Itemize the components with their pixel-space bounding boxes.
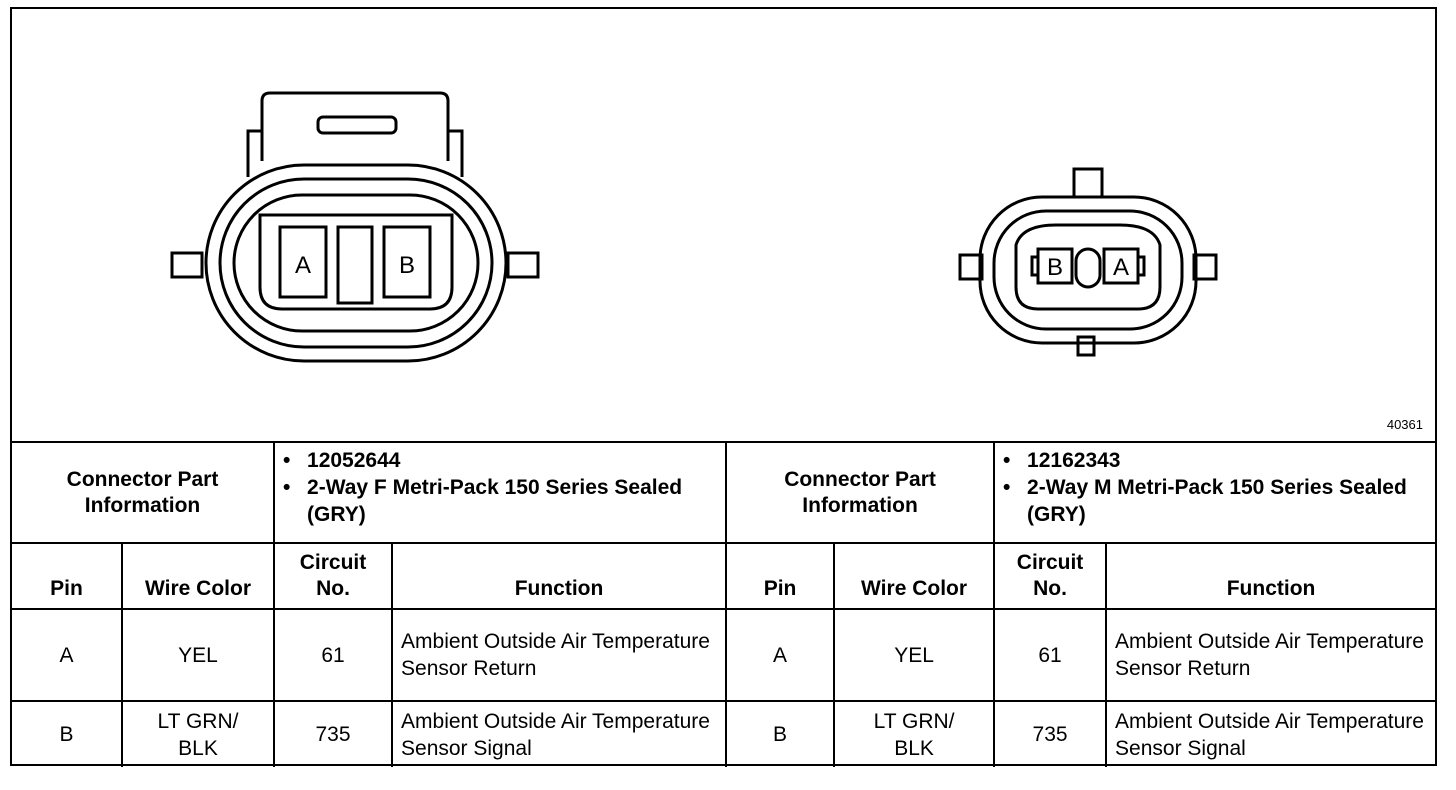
left-wire-color-header: Wire Color [120, 542, 276, 610]
wire-color-line2: BLK [894, 736, 934, 760]
right-wire-color-header: Wire Color [833, 542, 996, 610]
connector-pinout-table: Connector Part Information •12052644 •2-… [12, 443, 1436, 767]
male-pin-b-label: B [1047, 254, 1063, 281]
wire-color-line1: LT GRN/ [157, 709, 239, 733]
connector-drawings: A B B A [170, 91, 1218, 363]
function-cell: Ambient Outside Air Temperature Sensor S… [1105, 700, 1436, 767]
left-function-header: Function [391, 542, 728, 610]
diagram-frame: A B B A 40361 [10, 7, 1437, 767]
female-pin-b-label: B [399, 252, 415, 279]
male-pin-b [1030, 247, 1074, 285]
wire-color-cell: LT GRN/ BLK [120, 700, 276, 767]
female-pin-a-label: A [295, 252, 311, 279]
circuit-cell: 735 [273, 700, 394, 767]
pin-cell: A [12, 608, 123, 702]
table-row: B LT GRN/ BLK 735 Ambient Outside Air Te… [12, 700, 1436, 767]
part-info-row: Connector Part Information •12052644 •2-… [12, 443, 1436, 544]
pin-cell: B [12, 700, 123, 767]
circuit-header-line2: No. [1033, 577, 1067, 600]
left-part-number: 12052644 [307, 449, 401, 472]
wire-color-cell: YEL [120, 608, 276, 702]
pin-cell: B [725, 700, 836, 767]
left-circuit-header: Circuit No. [273, 542, 394, 610]
right-part-info-label: Connector Part Information [725, 443, 996, 544]
wire-color-cell: YEL [833, 608, 996, 702]
table-row: A YEL 61 Ambient Outside Air Temperature… [12, 608, 1436, 702]
left-pin-header: Pin [12, 542, 123, 610]
circuit-header-line2: No. [316, 577, 350, 600]
male-connector-face [958, 167, 1218, 357]
right-circuit-header: Circuit No. [993, 542, 1108, 610]
function-cell: Ambient Outside Air Temperature Sensor R… [391, 608, 728, 702]
pin-cell: A [725, 608, 836, 702]
male-pin-a [1102, 247, 1146, 285]
wire-color-line1: YEL [178, 643, 218, 667]
left-part-info-label: Connector Part Information [12, 443, 276, 544]
right-function-header: Function [1105, 542, 1436, 610]
wire-color-line2: BLK [178, 736, 218, 760]
column-header-row: Pin Wire Color Circuit No. Function Pin … [12, 542, 1436, 610]
female-pin-a-cavity [278, 225, 328, 299]
circuit-header-line1: Circuit [1016, 551, 1084, 574]
right-description: 2-Way M Metri-Pack 150 Series Sealed (GR… [1027, 476, 1407, 526]
figure-number: 40361 [1386, 417, 1423, 432]
circuit-header-line1: Circuit [299, 551, 367, 574]
left-description: 2-Way F Metri-Pack 150 Series Sealed (GR… [307, 476, 683, 526]
wire-color-line1: LT GRN/ [873, 709, 955, 733]
right-pin-header: Pin [725, 542, 836, 610]
connector-drawing-area: A B B A 40361 [12, 9, 1435, 443]
function-cell: Ambient Outside Air Temperature Sensor R… [1105, 608, 1436, 702]
right-part-number: 12162343 [1027, 449, 1121, 472]
circuit-cell: 61 [993, 608, 1108, 702]
circuit-cell: 735 [993, 700, 1108, 767]
male-pin-a-label: A [1113, 254, 1129, 281]
right-part-info: •12162343 •2-Way M Metri-Pack 150 Series… [993, 443, 1436, 544]
wire-color-line1: YEL [894, 643, 934, 667]
circuit-cell: 61 [273, 608, 394, 702]
female-pin-b-cavity [382, 225, 432, 299]
wire-color-cell: LT GRN/ BLK [833, 700, 996, 767]
female-connector-face [170, 91, 540, 363]
left-part-info: •12052644 •2-Way F Metri-Pack 150 Series… [273, 443, 728, 544]
function-cell: Ambient Outside Air Temperature Sensor S… [391, 700, 728, 767]
